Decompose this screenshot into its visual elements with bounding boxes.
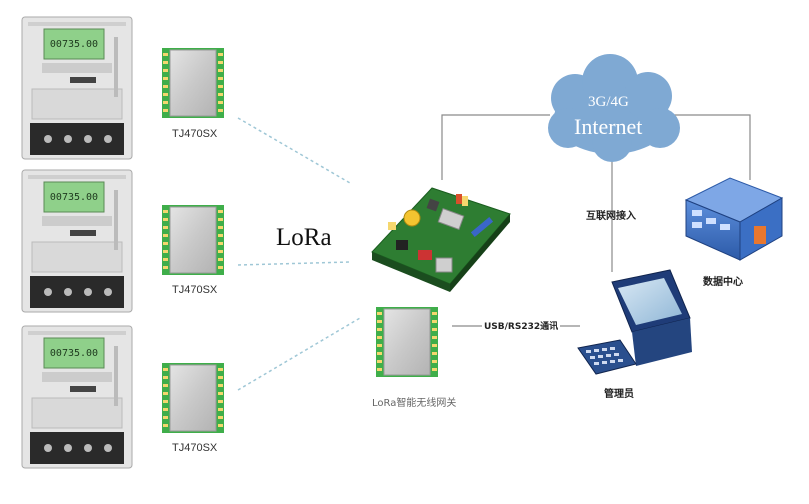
- lora-label: LoRa: [276, 224, 332, 251]
- cloud-label-line1: 3G/4G: [588, 94, 629, 110]
- link-module-1: [237, 117, 351, 184]
- lora-module: [162, 205, 224, 275]
- gateway-label: LoRa智能无线网关: [372, 398, 457, 409]
- lora-module: [162, 48, 224, 118]
- module-label-2: TJ470SX: [172, 284, 218, 296]
- electricity-meter: [21, 325, 133, 469]
- link-gateway-cloud: [441, 114, 550, 180]
- cloud-icon: [548, 54, 680, 162]
- lora-module: [162, 363, 224, 433]
- module-label-1: TJ470SX: [172, 128, 218, 140]
- link-cloud-datacenter: [670, 114, 751, 180]
- electricity-meter: [21, 16, 133, 160]
- meter-reading-3: 00735.00: [50, 348, 98, 359]
- server-icon: [684, 177, 784, 261]
- gateway-board: [371, 187, 511, 292]
- usb-rs232-label: USB/RS232通讯: [482, 319, 561, 332]
- internet-access-label: 互联网接入: [586, 211, 636, 222]
- admin-label: 管理员: [604, 389, 634, 400]
- link-module-3: [237, 317, 361, 391]
- cloud-label-line2: Internet: [574, 114, 643, 139]
- data-center-label: 数据中心: [703, 277, 743, 288]
- module-label-3: TJ470SX: [172, 442, 218, 454]
- electricity-meter: [21, 169, 133, 313]
- meter-reading-2: 00735.00: [50, 192, 98, 203]
- link-module-2: [237, 261, 351, 266]
- meter-reading-1: 00735.00: [50, 39, 98, 50]
- computer-icon: [577, 269, 692, 375]
- gateway-lora-module: [376, 307, 438, 377]
